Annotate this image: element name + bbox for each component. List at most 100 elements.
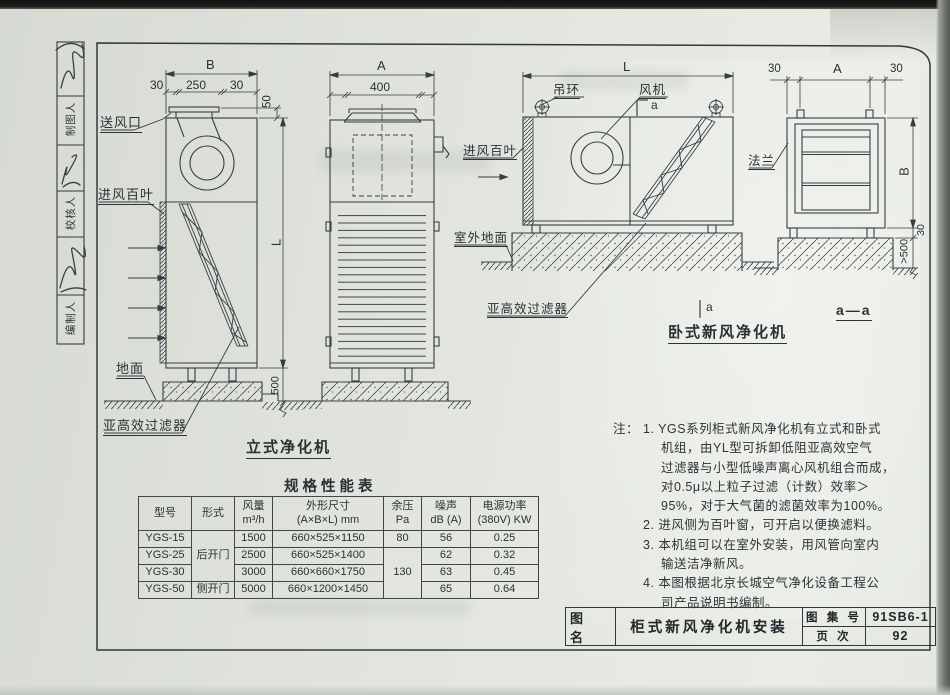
table-cell-form-rear: 后开门	[191, 530, 235, 582]
dim-250: 250	[186, 78, 207, 92]
horizontal-unit-dimensions	[521, 72, 735, 113]
bleed-through	[250, 600, 470, 616]
table-cell: YGS-50	[138, 581, 192, 599]
dim-L-horizontal: L	[623, 59, 631, 74]
label-fan: 风机	[639, 83, 667, 100]
label-filter: 亚高效过滤器	[103, 418, 188, 436]
fan-volute	[176, 117, 185, 138]
table-cell: 660×525×1150	[272, 530, 384, 548]
table-cell: 80	[383, 530, 422, 548]
title-horizontal-unit: 卧式新风净化机	[668, 324, 788, 345]
title-section-aa: a—a	[836, 302, 872, 322]
note-item: 2. 进风侧为百叶窗，可开启以便换滤料。	[643, 518, 880, 533]
stamp-label-compiler: 编制人	[64, 300, 77, 336]
horizontal-unit-leaders	[454, 96, 668, 317]
table-cell: YGS-30	[138, 564, 192, 582]
section-aa-view	[749, 76, 918, 280]
dim-30-sec-left: 30	[768, 63, 781, 75]
table-cell: 660×660×1750	[272, 564, 384, 582]
label-inlet-louver-2: 进风百叶	[463, 144, 518, 161]
junction-bracket	[434, 136, 444, 153]
page-number-label: 页 次	[803, 627, 866, 645]
title-block: 图 名 柜式新风净化机安装 图 集 号 91SB6-1 页 次 92	[565, 607, 936, 646]
note-item: 4. 本图根据北京长城空气净化设备工程公 司产品说明书编制。	[643, 576, 880, 610]
fan-scroll-icon	[179, 135, 235, 191]
col-header-power: 电源功率(380V) KW	[470, 496, 539, 531]
table-cell: 660×525×1400	[272, 547, 384, 565]
col-header-size: 外形尺寸(A×B×L) mm	[272, 496, 384, 531]
table-row: YGS-25 2500 660×525×1400 130 62 0.32	[138, 547, 539, 599]
section-mark-a-top: a	[651, 98, 658, 112]
dim-30-sec-right: 30	[890, 63, 903, 75]
page-frame	[96, 42, 931, 651]
table-cell: 3000	[234, 564, 273, 582]
stamp-strip	[56, 41, 85, 345]
label-lifting-ring: 吊环	[553, 83, 581, 100]
dim-500-sec: >500	[898, 238, 911, 264]
label-filter-2: 亚高效过滤器	[487, 302, 569, 319]
col-header-form: 形式	[191, 496, 235, 531]
bleed-through	[560, 70, 690, 90]
label-outdoor-ground: 室外地面	[454, 231, 509, 248]
signature-drafter	[55, 42, 85, 89]
title-vertical-unit: 立式净化机	[246, 439, 332, 460]
table-row: YGS-30 3000 660×660×1750 63 0.45	[138, 564, 539, 582]
table-cell: 0.45	[470, 564, 539, 582]
table-row: YGS-50 侧开门 5000 660×1200×1450 65 0.64	[138, 581, 539, 599]
table-cell: 0.25	[470, 530, 539, 548]
vertical-unit-front-view	[298, 71, 471, 409]
dim-L: L	[268, 238, 284, 247]
signature-compiler	[59, 245, 87, 293]
note-item: 1. YGS系列柜式新风净化机有立式和卧式 机组，由YL型可拆卸低阻亚高效空气 …	[643, 422, 896, 514]
book-edge-shadow	[936, 0, 950, 695]
dim-30-right: 30	[230, 78, 244, 92]
horizontal-unit-view	[454, 72, 774, 318]
table-cell-pressure-rest: 130	[383, 547, 422, 599]
fan-scroll-icon	[570, 131, 624, 185]
dim-A: A	[377, 58, 386, 73]
table-cell: 65	[421, 581, 471, 599]
table-cell: 1500	[234, 530, 273, 548]
airflow-arrows	[128, 244, 167, 342]
page-number-value: 92	[892, 629, 909, 643]
lifting-rings	[534, 99, 724, 118]
section-aa-dimensions	[770, 76, 918, 280]
table-cell: YGS-15	[138, 530, 192, 548]
table-cell: 5000	[234, 581, 273, 599]
dim-A-sec: A	[833, 61, 842, 76]
spec-table-title: 规格性能表	[284, 479, 377, 495]
filter-band	[178, 203, 249, 347]
dim-30-left: 30	[150, 78, 164, 92]
col-header-model: 型号	[138, 496, 192, 531]
page-bottom-shadow	[0, 685, 950, 695]
table-cell: 63	[421, 564, 471, 582]
label-ground: 地面	[116, 361, 145, 379]
section-mark-a-bottom: a	[706, 300, 713, 314]
vertical-unit-dimensions	[162, 70, 288, 418]
page-curl-shadow	[830, 9, 936, 61]
dim-B: B	[206, 57, 215, 72]
dim-30-sec-bottom: 30	[914, 224, 927, 236]
drawing-name-value: 柜式新风净化机安装	[616, 608, 803, 645]
filter-band	[632, 116, 716, 220]
note-item: 3. 本机组可以在室外安装，用风管向室内 输送洁净新风。	[643, 537, 880, 572]
label-air-outlet: 送风口	[100, 115, 143, 133]
paper-highlight	[560, 60, 920, 620]
dim-B-sec: B	[896, 167, 912, 176]
stamp-label-drafter: 制图人	[64, 101, 77, 137]
table-cell: 0.64	[470, 581, 539, 599]
dim-500: 500	[269, 376, 282, 395]
table-cell: 660×1200×1450	[272, 581, 384, 599]
label-flange: 法兰	[748, 154, 776, 171]
table-cell: 62	[421, 547, 471, 565]
signature-checker	[61, 154, 81, 188]
table-cell: YGS-25	[138, 547, 192, 565]
table-cell: 2500	[234, 547, 273, 565]
front-view-dimensions	[326, 71, 438, 116]
atlas-number-label: 图 集 号	[803, 608, 866, 626]
